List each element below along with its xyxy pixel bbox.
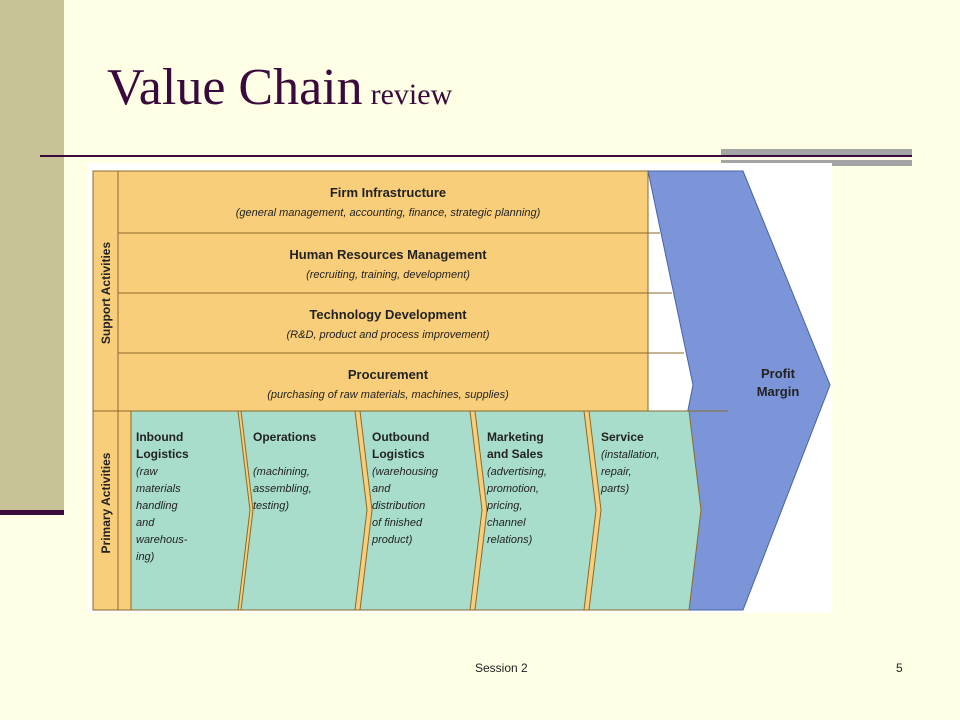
primary-detail-3-2: pricing, [486,500,522,512]
primary-detail-0-4: warehous- [136,534,188,546]
support-title-0: Firm Infrastructure [330,185,446,200]
title-sub: review [370,78,453,111]
title-main: Value Chain [107,59,363,116]
support-title-1: Human Resources Management [289,247,487,262]
support-detail-2: (R&D, product and process improvement) [287,329,490,341]
title-divider-accent-top [721,149,912,155]
primary-detail-4-2: parts) [600,483,629,495]
primary-detail-1-3: testing) [253,500,289,512]
primary-detail-4-1: repair, [601,466,632,478]
support-detail-3: (purchasing of raw materials, machines, … [267,389,509,401]
primary-activity-4 [588,410,702,611]
primary-detail-2-2: distribution [372,500,425,512]
support-title-2: Technology Development [309,307,467,322]
primary-detail-3-4: relations) [487,534,533,546]
primary-title-3-1: and Sales [487,447,543,461]
footer-session-label: Session 2 [475,661,528,675]
primary-title-0-1: Logistics [136,447,189,461]
support-activities-label: Support Activities [99,242,113,345]
primary-detail-0-2: handling [136,500,178,512]
title-divider [40,155,912,157]
support-title-3: Procurement [348,367,429,382]
primary-detail-4-0: (installation, [601,449,660,461]
primary-detail-0-1: materials [136,483,181,495]
primary-title-0-0: Inbound [136,430,183,444]
primary-activity-1 [240,410,368,611]
primary-title-2-1: Logistics [372,447,425,461]
primary-activity-2 [359,410,483,611]
primary-detail-2-4: product) [371,534,413,546]
primary-detail-0-0: (raw [136,466,158,478]
primary-detail-0-3: and [136,517,155,529]
primary-detail-1-2: assembling, [253,483,312,495]
primary-detail-3-0: (advertising, [487,466,547,478]
left-accent-bar [0,0,64,512]
support-detail-0: (general management, accounting, finance… [236,207,541,219]
footer-page-number: 5 [896,661,903,675]
primary-activity-3 [474,410,597,611]
primary-title-1-0: Operations [253,430,317,444]
primary-activities-label: Primary Activities [99,452,113,553]
slide-title: Value Chain review [107,62,452,114]
support-detail-1: (recruiting, training, development) [306,269,470,281]
primary-detail-3-1: promotion, [486,483,539,495]
primary-title-2-0: Outbound [372,430,429,444]
primary-detail-2-1: and [372,483,391,495]
primary-title-3-0: Marketing [487,430,544,444]
margin-label: Margin [757,384,800,399]
primary-detail-1-1: (machining, [253,466,310,478]
primary-detail-3-3: channel [487,517,526,529]
primary-detail-0-5: ing) [136,551,155,563]
primary-detail-2-0: (warehousing [372,466,439,478]
primary-activity-0 [130,410,251,611]
left-accent-underline [0,510,64,515]
primary-title-4-0: Service [601,430,644,444]
primary-detail-2-3: of finished [372,517,423,529]
profit-label: Profit [761,366,796,381]
